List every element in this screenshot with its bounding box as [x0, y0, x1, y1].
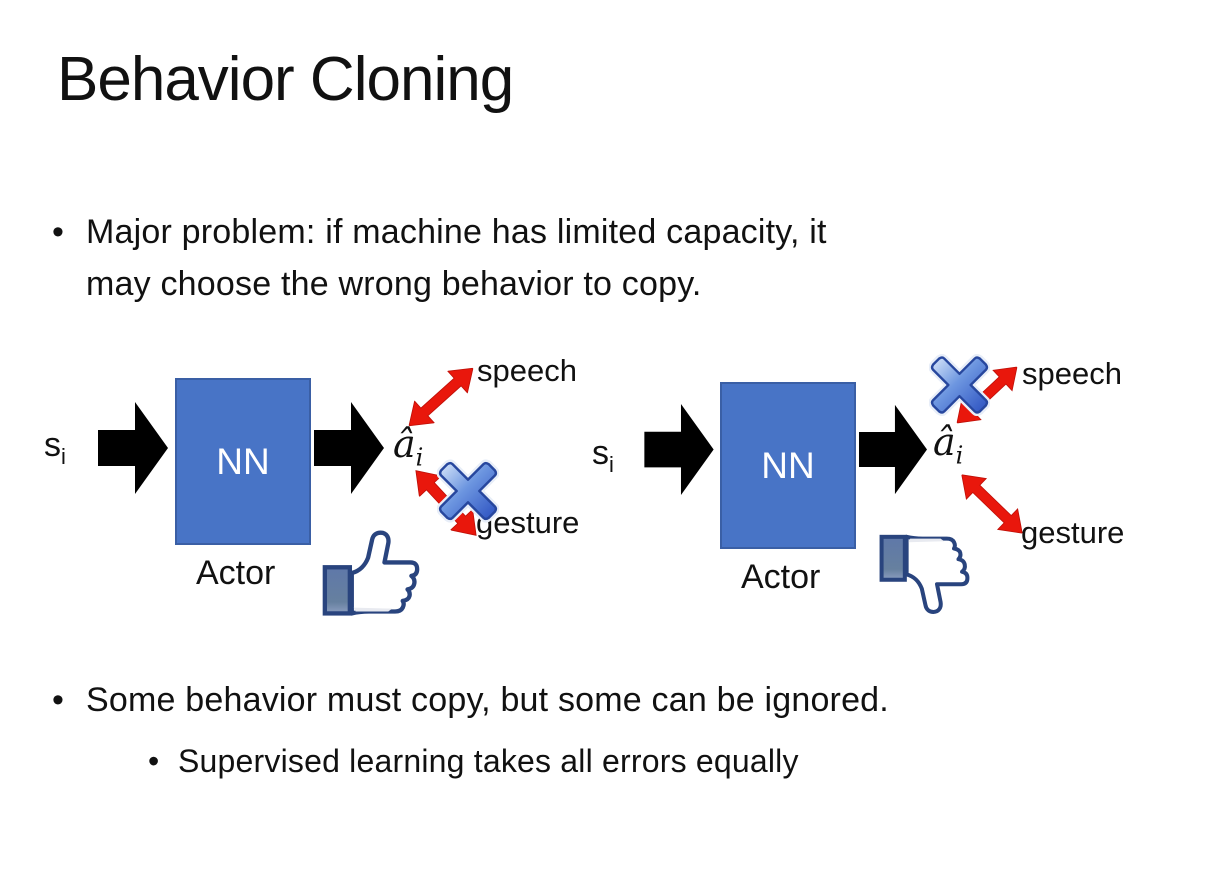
page-title: Behavior Cloning	[57, 45, 514, 114]
left-input-state-label: si	[44, 426, 66, 469]
right-speech-label: speech	[1022, 356, 1122, 391]
bullet-text: Supervised learning takes all errors equ…	[178, 743, 799, 779]
thumbs-up-icon	[322, 530, 420, 616]
bullet-line-2: may choose the wrong behavior to copy.	[86, 265, 702, 303]
left-speech-label: speech	[477, 353, 577, 388]
right-gesture-label: gesture	[1021, 515, 1125, 550]
left-output-action-label: âi	[393, 422, 424, 472]
bullet-text: Some behavior must copy, but some can be…	[86, 681, 889, 719]
right-nn-label: NN	[761, 444, 815, 486]
bullet-some-behavior: • Some behavior must copy, but some can …	[52, 676, 889, 724]
blue-cross-icon	[437, 459, 499, 523]
right-output-action-label: âi	[933, 420, 964, 470]
bullet-glyph: •	[148, 743, 160, 779]
bullet-text: Major problem: if machine has limited ca…	[86, 206, 827, 310]
left-nn-box: NN	[175, 378, 311, 545]
black-block-arrow-icon	[644, 403, 714, 496]
right-nn-box: NN	[720, 382, 856, 549]
red-double-arrow-icon	[961, 474, 1023, 534]
black-block-arrow-icon	[859, 404, 927, 495]
thumbs-down-icon	[879, 534, 970, 614]
blue-cross-icon	[929, 354, 990, 416]
left-actor-label: Actor	[196, 554, 276, 592]
bullet-supervised-learning: • Supervised learning takes all errors e…	[148, 738, 799, 784]
right-actor-label: Actor	[741, 558, 821, 596]
bullet-major-problem: • Major problem: if machine has limited …	[52, 206, 827, 310]
left-nn-label: NN	[216, 440, 270, 482]
red-double-arrow-icon	[408, 367, 474, 427]
bullet-glyph: •	[52, 681, 65, 719]
black-block-arrow-icon	[314, 402, 384, 494]
black-block-arrow-icon	[98, 402, 168, 494]
bullet-glyph: •	[52, 213, 65, 251]
right-input-state-label: si	[592, 434, 614, 477]
bullet-line-1: Major problem: if machine has limited ca…	[86, 213, 827, 251]
